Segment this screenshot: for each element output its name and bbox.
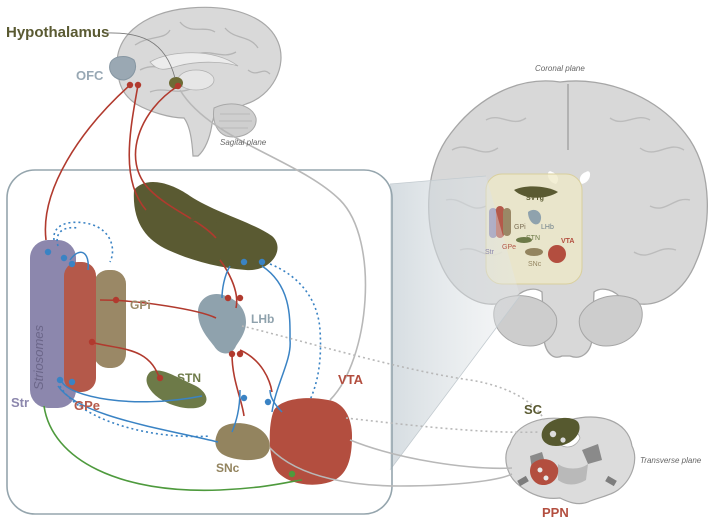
gpi-shape — [94, 270, 126, 368]
coronal-snc-label: SNc — [528, 261, 542, 268]
coronal-vta-label: VTA — [561, 238, 574, 245]
green-path — [43, 405, 303, 492]
coronal-gpe-label: GPe — [502, 244, 516, 251]
gpe-label: GPe — [74, 398, 100, 413]
stn-label: STN — [177, 371, 201, 385]
coronal-svtg-label: SVTg — [526, 195, 544, 202]
excitatory-paths — [44, 84, 273, 417]
svtg-label: SVTg — [190, 209, 223, 224]
gpe-shape — [64, 262, 96, 392]
dotted-paths — [53, 221, 322, 438]
coronal-plane-label: Coronal plane — [535, 64, 585, 73]
str-label: Str — [11, 395, 29, 410]
coronal-str-label: Str — [485, 249, 495, 256]
sagittal-brain — [109, 6, 282, 157]
gray-paths — [179, 89, 545, 487]
vta-label: VTA — [338, 372, 364, 387]
ppn-label: PPN — [542, 505, 569, 520]
lhb-label: LHb — [251, 312, 274, 326]
svtg-shape — [133, 182, 278, 271]
snc-label: SNc — [216, 461, 240, 475]
projection-cone — [390, 176, 520, 470]
lhb-shape — [198, 293, 246, 354]
gpi-label: GPi — [130, 298, 151, 312]
sc-label: SC — [524, 402, 543, 417]
coronal-gpi-label: GPi — [514, 224, 526, 231]
ofc-label: OFC — [76, 68, 104, 83]
sagittal-plane-label: Sagital plane — [220, 138, 267, 147]
transverse-brainstem — [505, 416, 636, 505]
coronal-lhb-label: LHb — [541, 224, 554, 231]
terminal-dots — [44, 81, 296, 478]
striosomes-label: Striosomes — [31, 324, 46, 390]
coronal-stn-label: STN — [526, 235, 540, 242]
transverse-plane-label: Transverse plane — [640, 456, 702, 465]
snc-shape — [215, 423, 270, 461]
hypothalamus-label: Hypothalamus — [6, 24, 109, 41]
